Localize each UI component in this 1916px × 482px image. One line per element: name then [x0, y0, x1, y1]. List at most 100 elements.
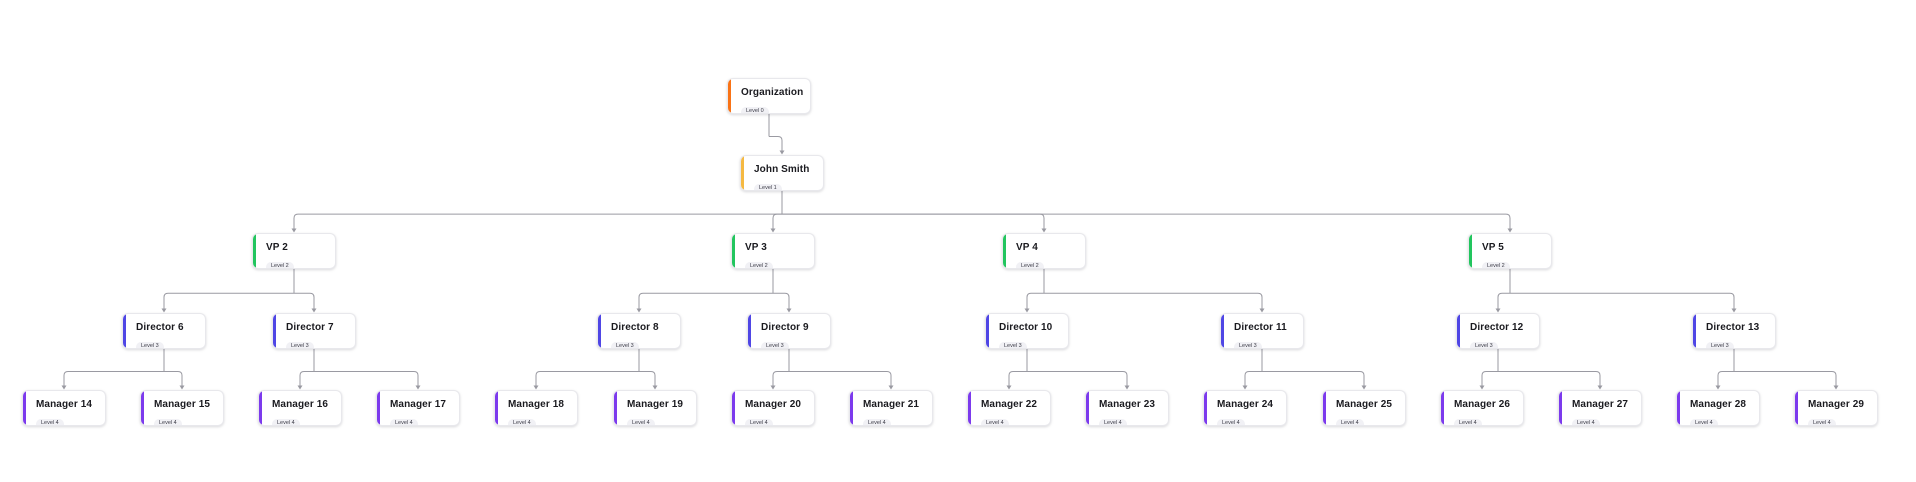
edge-n3-n8	[638, 292, 773, 309]
node-title: Manager 24	[1217, 399, 1274, 410]
node-accent-bar	[1693, 314, 1696, 348]
node-level-badge: Level 3	[999, 341, 1027, 348]
node-title: Manager 18	[508, 399, 565, 410]
node-accent-bar	[259, 391, 262, 425]
node-title: Director 13	[1706, 322, 1760, 333]
edge-arrowhead-n14	[61, 385, 67, 390]
node-title: Manager 28	[1690, 399, 1747, 410]
edge-n1-n4	[782, 213, 1045, 229]
node-level-badge: Level 4	[1808, 418, 1836, 425]
node-accent-bar	[253, 234, 256, 268]
org-node-n2[interactable]: VP 2 Level 2	[252, 233, 336, 269]
node-accent-bar	[1469, 234, 1472, 268]
org-node-n24[interactable]: Manager 24 Level 4	[1203, 390, 1287, 426]
node-level-badge: Level 4	[1572, 418, 1600, 425]
node-title: Manager 22	[981, 399, 1038, 410]
edge-arrowhead-n18	[533, 385, 539, 390]
edge-n12-n27	[1498, 371, 1601, 386]
node-title: Manager 14	[36, 399, 93, 410]
node-level-badge: Level 4	[1690, 418, 1718, 425]
node-level-badge: Level 2	[266, 261, 294, 268]
node-accent-bar	[598, 314, 601, 348]
node-level-badge: Level 0	[741, 106, 769, 113]
edge-n12-n26	[1481, 371, 1498, 386]
edge-n1-n2	[293, 213, 782, 229]
edge-arrowhead-n22	[1006, 385, 1012, 390]
node-accent-bar	[1221, 314, 1224, 348]
node-title: Manager 17	[390, 399, 447, 410]
edge-n5-n12	[1497, 292, 1510, 309]
node-accent-bar	[141, 391, 144, 425]
node-level-badge: Level 4	[1217, 418, 1245, 425]
node-accent-bar	[732, 234, 735, 268]
node-level-badge: Level 4	[863, 418, 891, 425]
edge-n4-n10	[1026, 292, 1044, 309]
edge-n8-n18	[535, 371, 639, 386]
edge-arrowhead-n5	[1507, 228, 1513, 233]
node-level-badge: Level 3	[1706, 341, 1734, 348]
node-level-badge: Level 2	[1016, 261, 1044, 268]
edge-arrowhead-n15	[179, 385, 185, 390]
node-level-badge: Level 4	[745, 418, 773, 425]
node-title: VP 2	[266, 242, 288, 253]
node-title: John Smith	[754, 164, 810, 175]
edge-n1-n3	[772, 213, 782, 229]
org-node-n29[interactable]: Manager 29 Level 4	[1794, 390, 1878, 426]
edge-n6-n15	[164, 371, 183, 386]
edge-arrowhead-n9	[786, 308, 792, 313]
edge-arrowhead-n20	[770, 385, 776, 390]
node-accent-bar	[732, 391, 735, 425]
node-level-badge: Level 2	[1482, 261, 1510, 268]
org-node-n28[interactable]: Manager 28 Level 4	[1676, 390, 1760, 426]
node-level-badge: Level 3	[1470, 341, 1498, 348]
org-node-n13[interactable]: Director 13 Level 3	[1692, 313, 1776, 349]
node-title: Manager 29	[1808, 399, 1865, 410]
node-accent-bar	[741, 156, 744, 190]
node-accent-bar	[1677, 391, 1680, 425]
node-accent-bar	[850, 391, 853, 425]
node-accent-bar	[614, 391, 617, 425]
node-level-badge: Level 4	[154, 418, 182, 425]
edge-arrowhead-n25	[1361, 385, 1367, 390]
node-title: Organization	[741, 87, 804, 98]
edge-n0-n1	[769, 136, 783, 151]
edge-arrowhead-n10	[1024, 308, 1030, 313]
edge-n5-n13	[1510, 292, 1735, 309]
node-title: Director 6	[136, 322, 184, 333]
node-level-badge: Level 4	[1454, 418, 1482, 425]
node-title: Director 8	[611, 322, 659, 333]
node-accent-bar	[23, 391, 26, 425]
node-title: Director 11	[1234, 322, 1287, 333]
edge-n2-n7	[294, 292, 315, 309]
node-accent-bar	[273, 314, 276, 348]
edge-arrowhead-n1	[779, 150, 785, 155]
edge-arrowhead-n16	[297, 385, 303, 390]
node-level-badge: Level 3	[286, 341, 314, 348]
